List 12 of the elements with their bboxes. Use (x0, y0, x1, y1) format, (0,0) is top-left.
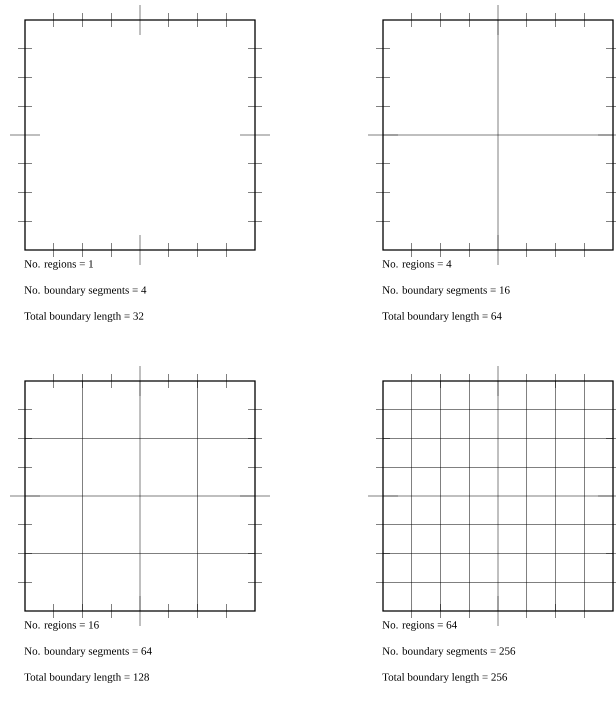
label-text: No. regions = 64 (382, 621, 457, 631)
label-text: No. boundary segments = 16 (382, 286, 510, 296)
label-text: Total boundary length = 64 (382, 312, 502, 322)
label-text: No. boundary segments = 4 (24, 286, 146, 296)
label-text: No. regions = 1 (24, 260, 93, 270)
label-text: No. boundary segments = 64 (24, 647, 152, 657)
label-text: Total boundary length = 256 (382, 673, 508, 683)
label-text: Total boundary length = 32 (24, 312, 144, 322)
label-text: No. regions = 4 (382, 260, 452, 270)
label-text: Total boundary length = 128 (24, 673, 149, 683)
label-text: No. boundary segments = 256 (382, 647, 516, 657)
label-text: No. regions = 16 (24, 621, 99, 631)
